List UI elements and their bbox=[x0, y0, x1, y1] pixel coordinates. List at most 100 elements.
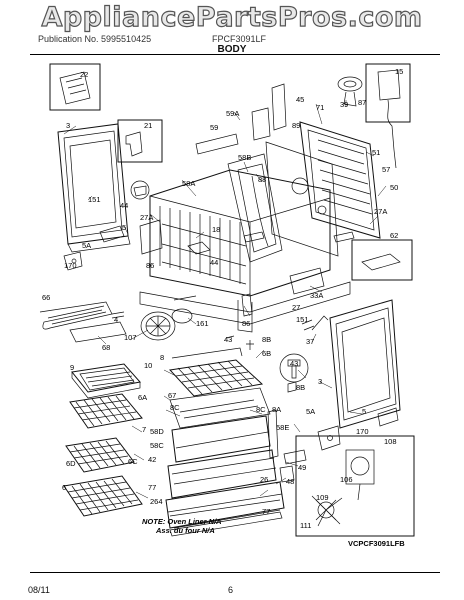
callout-27: 27 bbox=[292, 303, 300, 312]
callout-58b: 58B bbox=[238, 153, 251, 162]
callout-59: 59 bbox=[210, 123, 218, 132]
callout-6d: 6D bbox=[66, 459, 76, 468]
lower-rail-parts bbox=[241, 231, 355, 317]
part-62-bracket bbox=[351, 239, 413, 281]
callout-58e: 58E bbox=[276, 423, 289, 432]
diagram-code: VCPCF3091LFB bbox=[348, 539, 405, 548]
callout-62: 62 bbox=[390, 231, 398, 240]
fan-cover bbox=[140, 311, 176, 341]
oven-rack-8 bbox=[168, 347, 264, 397]
callout-37: 37 bbox=[306, 337, 314, 346]
callout-26: 26 bbox=[260, 475, 268, 484]
callout-161: 161 bbox=[196, 319, 209, 328]
callout-86-mid: 86 bbox=[242, 319, 250, 328]
oven-rack-6a bbox=[69, 393, 143, 429]
callout-3-left: 3 bbox=[66, 121, 70, 130]
kick-plate bbox=[169, 499, 283, 537]
publication-number: Publication No. 5995510425 bbox=[38, 34, 152, 44]
right-side-rails bbox=[267, 409, 307, 483]
callout-109: 109 bbox=[316, 493, 329, 502]
callout-44-body: 44 bbox=[210, 258, 218, 267]
bake-element bbox=[39, 301, 127, 343]
callout-10: 10 bbox=[144, 361, 152, 370]
oven-rack-6d bbox=[65, 437, 135, 473]
callout-151-right: 151 bbox=[296, 315, 309, 324]
callout-77-left: 77 bbox=[148, 483, 156, 492]
callout-170-left: 170 bbox=[64, 261, 77, 270]
footer-date: 08/11 bbox=[28, 585, 50, 595]
model-number: FPCF3091LF bbox=[212, 34, 267, 44]
callout-22: 22 bbox=[80, 70, 88, 79]
callout-58a: 58A bbox=[182, 179, 195, 188]
part-box-108 bbox=[295, 435, 415, 537]
callout-68: 68 bbox=[102, 343, 110, 352]
callout-43: 43 bbox=[224, 335, 232, 344]
callout-88: 88 bbox=[258, 175, 266, 184]
callout-39: 39 bbox=[340, 100, 348, 109]
oven-liner-note: NOTE: Oven Liner N/A bbox=[142, 517, 222, 526]
callout-43-detail: 43 bbox=[290, 359, 298, 368]
callout-9: 9 bbox=[70, 363, 74, 372]
site-watermark: AppliancePartsPros.com bbox=[41, 1, 423, 33]
callout-8a: 8A bbox=[272, 405, 281, 414]
oven-liner-note-fr: Ass. du four N/A bbox=[155, 526, 215, 535]
footer-page-number: 6 bbox=[228, 585, 234, 595]
callout-27a-left: 27A bbox=[140, 213, 153, 222]
callout-5a-right: 5A bbox=[306, 407, 315, 416]
callout-151-left: 151 bbox=[88, 195, 101, 204]
callout-5a-left: 5A bbox=[82, 241, 91, 250]
oven-door-back bbox=[57, 123, 131, 253]
callout-8c-right: 8C bbox=[256, 405, 266, 414]
callout-111: 111 bbox=[300, 521, 311, 530]
callout-107: 107 bbox=[124, 333, 137, 342]
callout-50: 50 bbox=[390, 183, 398, 192]
footer-rule bbox=[30, 572, 440, 573]
callout-7: 7 bbox=[142, 425, 146, 434]
callout-48: 48 bbox=[286, 477, 294, 486]
callout-86-left: 86 bbox=[146, 261, 154, 270]
callout-labels: 22 3 21 151 44 27A 5 5A 170 86 58A 18 44… bbox=[42, 67, 403, 530]
part-box-21 bbox=[117, 119, 163, 163]
callout-8: 8 bbox=[160, 353, 164, 362]
callout-66: 66 bbox=[42, 293, 50, 302]
part-box-22 bbox=[49, 63, 101, 111]
door-hinge-right bbox=[317, 407, 399, 451]
callout-42: 42 bbox=[148, 455, 156, 464]
callout-4: 4 bbox=[114, 315, 118, 324]
callout-58c: 58C bbox=[150, 441, 164, 450]
callout-3-right: 3 bbox=[318, 377, 322, 386]
door-hinge-left bbox=[63, 225, 125, 271]
callout-264: 264 bbox=[150, 497, 163, 506]
callout-27a-right: 27A bbox=[374, 207, 387, 216]
callout-21: 21 bbox=[144, 121, 152, 130]
part-45-bracket bbox=[251, 83, 287, 141]
callout-87: 87 bbox=[358, 98, 366, 107]
callout-44: 44 bbox=[120, 201, 128, 210]
broil-pan bbox=[71, 363, 141, 399]
callout-15: 15 bbox=[395, 67, 403, 76]
callout-170-right: 170 bbox=[356, 427, 369, 436]
rear-panel bbox=[299, 121, 381, 239]
oven-rack-6 bbox=[63, 475, 143, 517]
part-box-15 bbox=[365, 63, 411, 169]
callout-8b-lower: 8B bbox=[296, 383, 305, 392]
callout-45: 45 bbox=[296, 95, 304, 104]
callout-57: 57 bbox=[382, 165, 390, 174]
callout-67: 67 bbox=[168, 391, 176, 400]
callout-33a: 33A bbox=[310, 291, 323, 300]
gasket-ring-161 bbox=[171, 295, 197, 324]
leader-lines bbox=[63, 100, 387, 499]
callout-58d: 58D bbox=[150, 427, 164, 436]
callout-6a: 6A bbox=[138, 393, 147, 402]
convection-fan-motor bbox=[337, 76, 363, 107]
callout-51: 51 bbox=[372, 148, 380, 157]
callout-8b: 8B bbox=[262, 335, 271, 344]
drawer-assembly bbox=[165, 387, 285, 529]
callout-8c-left: 8C bbox=[170, 403, 180, 412]
part-59-trim bbox=[195, 133, 239, 155]
small-fasteners bbox=[225, 315, 329, 393]
callout-5-left: 5 bbox=[122, 223, 126, 232]
callout-6c: 6C bbox=[128, 457, 138, 466]
oven-door-front bbox=[329, 299, 401, 429]
